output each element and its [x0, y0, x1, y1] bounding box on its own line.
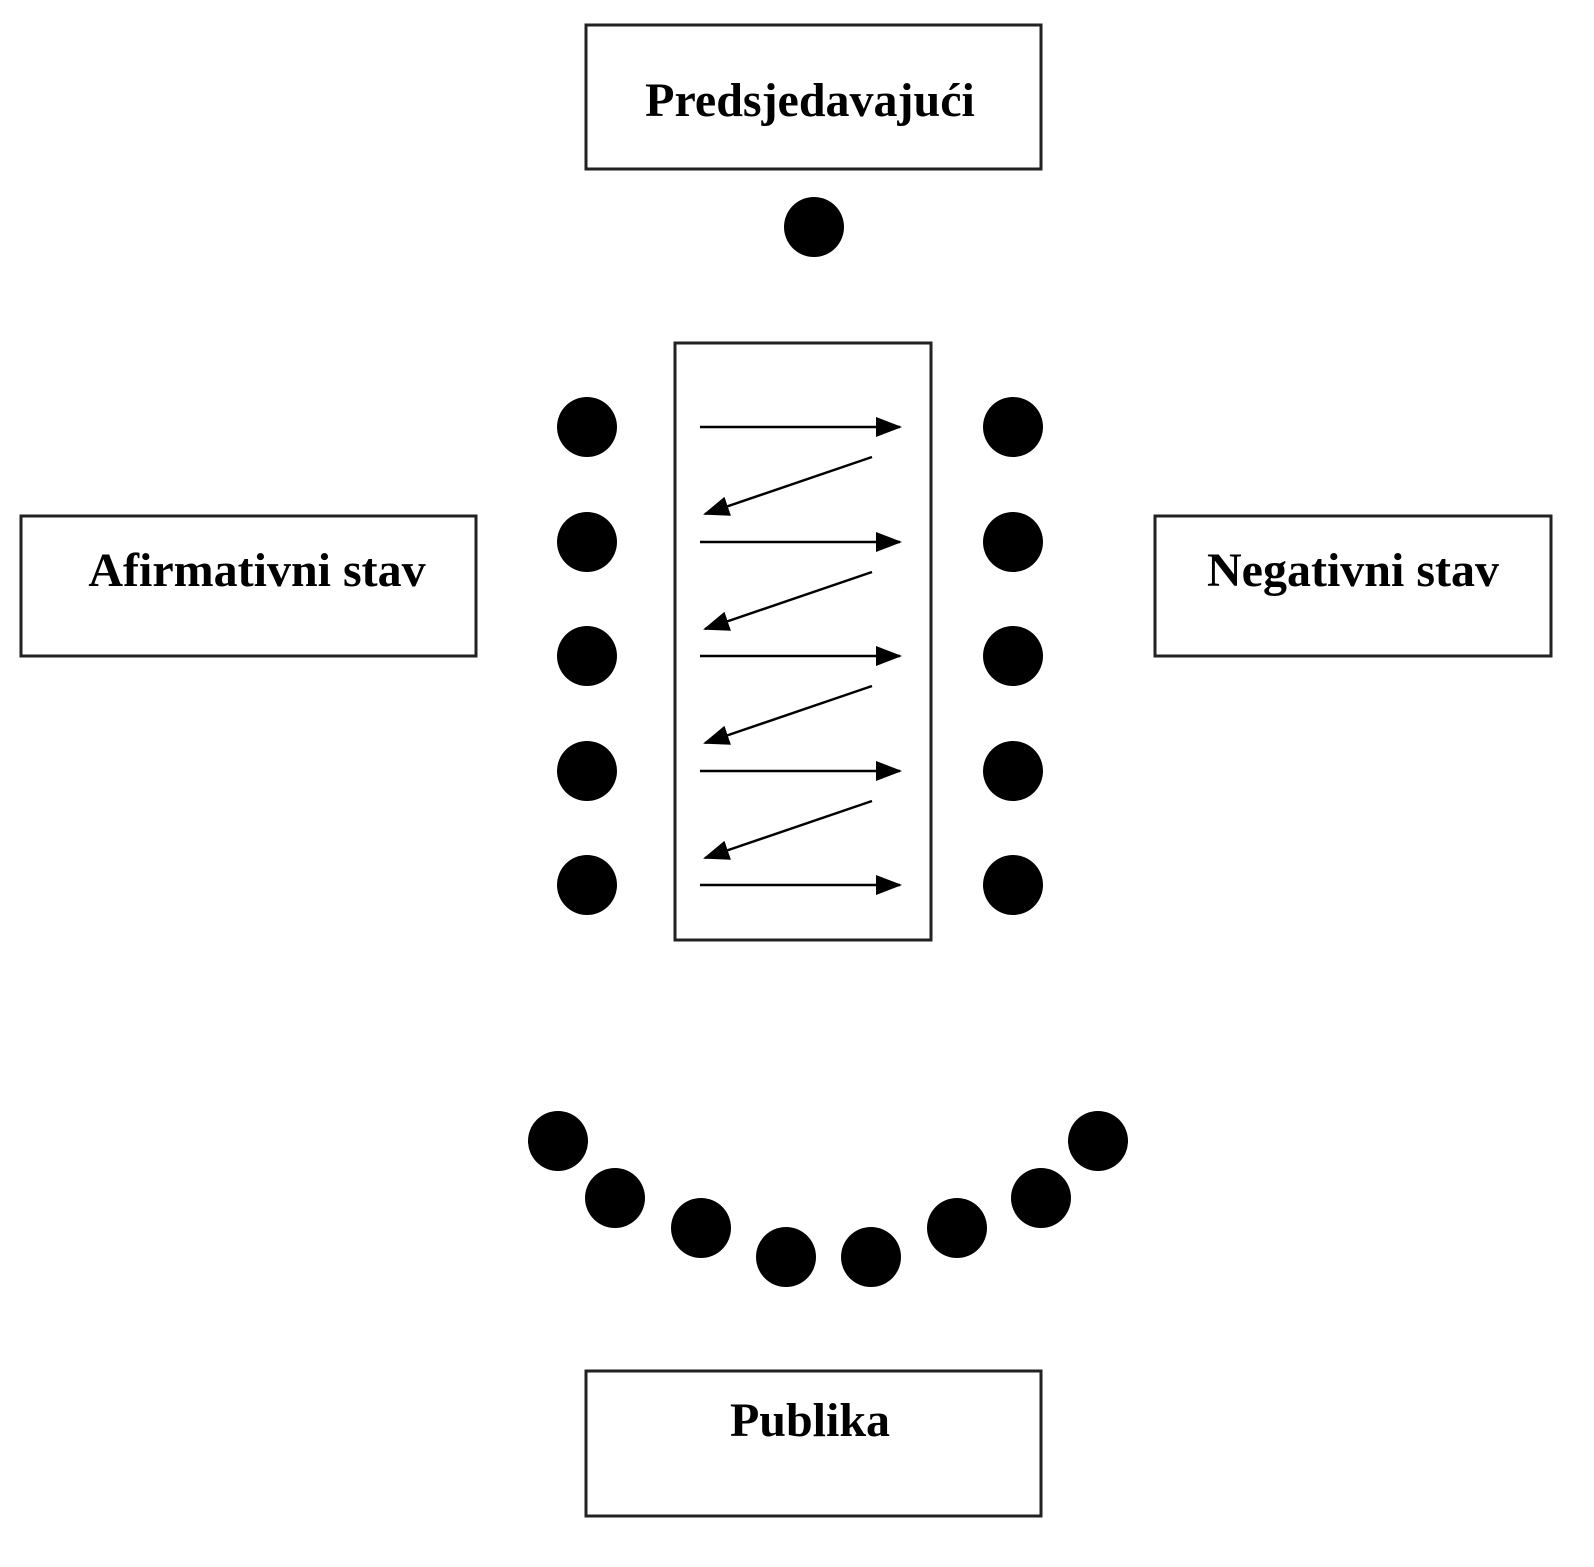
audience-member-seat — [841, 1227, 901, 1287]
affirmative-team-seats — [557, 397, 617, 915]
chair-label: Predsjedavajući — [645, 74, 975, 127]
debate-floor — [673, 341, 933, 942]
audience-member-seat — [585, 1168, 645, 1228]
affirmative-speaker-seat — [557, 741, 617, 801]
negative-box: Negativni stav — [1153, 514, 1553, 658]
audience-member-seat — [927, 1198, 987, 1258]
affirmative-speaker-seat — [557, 626, 617, 686]
negative-speaker-seat — [983, 741, 1043, 801]
audience-box: Publika — [584, 1369, 1043, 1518]
negative-speaker-seat — [983, 397, 1043, 457]
audience-member-seat — [1011, 1168, 1071, 1228]
arrow-back-left — [703, 455, 873, 516]
affirmative-box: Afirmativni stav — [19, 514, 478, 658]
negative-label: Negativni stav — [1207, 544, 1499, 597]
negative-speaker-seat — [983, 512, 1043, 572]
exchange-arrows — [700, 417, 902, 895]
affirmative-speaker-seat — [557, 512, 617, 572]
affirmative-speaker-seat — [557, 855, 617, 915]
affirmative-label: Afirmativni stav — [88, 544, 425, 597]
audience-member-seat — [756, 1227, 816, 1287]
negative-speaker-seat — [983, 626, 1043, 686]
chair-box: Predsjedavajući — [584, 23, 1043, 171]
arrow-back-left — [703, 684, 873, 745]
audience-member-seat — [1068, 1111, 1128, 1171]
negative-speaker-seat — [983, 855, 1043, 915]
audience-member-seat — [528, 1111, 588, 1171]
affirmative-speaker-seat — [557, 397, 617, 457]
audience-member-seat — [671, 1198, 731, 1258]
arrow-back-left — [703, 570, 873, 631]
audience-label: Publika — [730, 1394, 890, 1447]
arrow-back-left — [703, 799, 873, 860]
chair-seat — [784, 197, 844, 257]
audience-seats — [528, 1111, 1128, 1287]
negative-team-seats — [983, 397, 1043, 915]
